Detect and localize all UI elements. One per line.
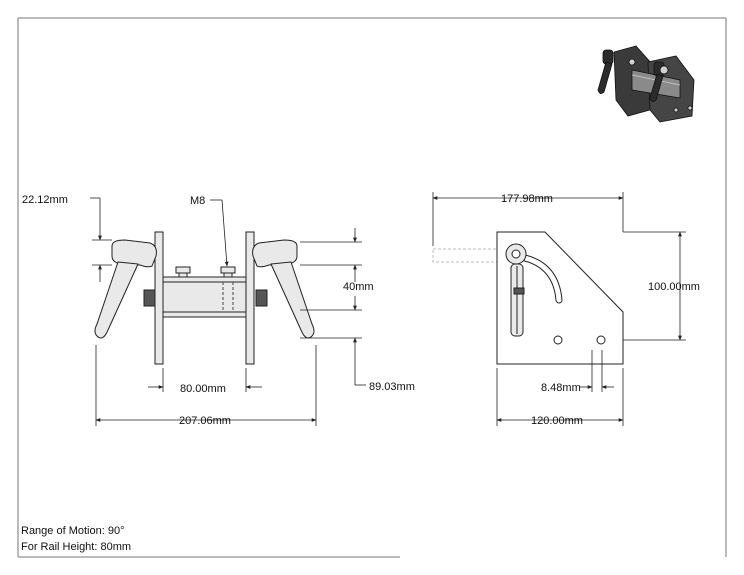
dim-thread: M8 <box>190 195 205 207</box>
note-range-of-motion: Range of Motion: 90° <box>21 525 125 537</box>
dim-overall-width: 207.06mm <box>179 415 231 427</box>
isometric-view <box>597 45 695 123</box>
dim-front-height: 89.03mm <box>369 381 415 393</box>
dim-side-height: 100.00mm <box>648 281 700 293</box>
dim-plate-width: 120.00mm <box>531 415 583 427</box>
dim-rail-height: 40mm <box>343 281 374 293</box>
dim-hole-spacing: 8.48mm <box>541 382 581 394</box>
dim-plate-gap: 80.00mm <box>180 383 226 395</box>
sheet-frame <box>17 17 727 558</box>
dim-lever-offset: 22.12mm <box>22 194 68 206</box>
side-view <box>432 231 624 365</box>
front-view <box>94 231 315 365</box>
side-dimensions <box>432 192 686 426</box>
dim-side-width: 177.98mm <box>501 193 553 205</box>
note-rail-height: For Rail Height: 80mm <box>21 541 132 553</box>
front-dimensions <box>90 197 366 426</box>
